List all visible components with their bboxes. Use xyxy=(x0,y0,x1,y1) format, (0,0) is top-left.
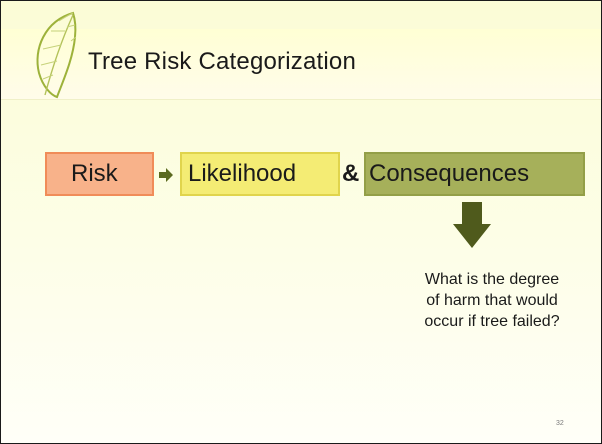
page-number: 32 xyxy=(556,420,564,427)
risk-box: Risk xyxy=(45,152,154,196)
question-text: What is the degree of harm that would oc… xyxy=(384,269,600,332)
question-line: occur if tree failed? xyxy=(424,313,560,330)
right-arrow-icon xyxy=(159,168,173,182)
question-line: of harm that would xyxy=(426,292,558,309)
consequences-box: Consequences xyxy=(364,152,585,196)
down-arrow-icon xyxy=(453,202,491,248)
ampersand-label: & xyxy=(342,160,360,187)
title-band xyxy=(1,29,601,100)
leaf-icon xyxy=(36,11,77,99)
slide-title: Tree Risk Categorization xyxy=(88,48,357,75)
question-line: What is the degree xyxy=(424,271,560,288)
likelihood-box: Likelihood xyxy=(180,152,340,196)
